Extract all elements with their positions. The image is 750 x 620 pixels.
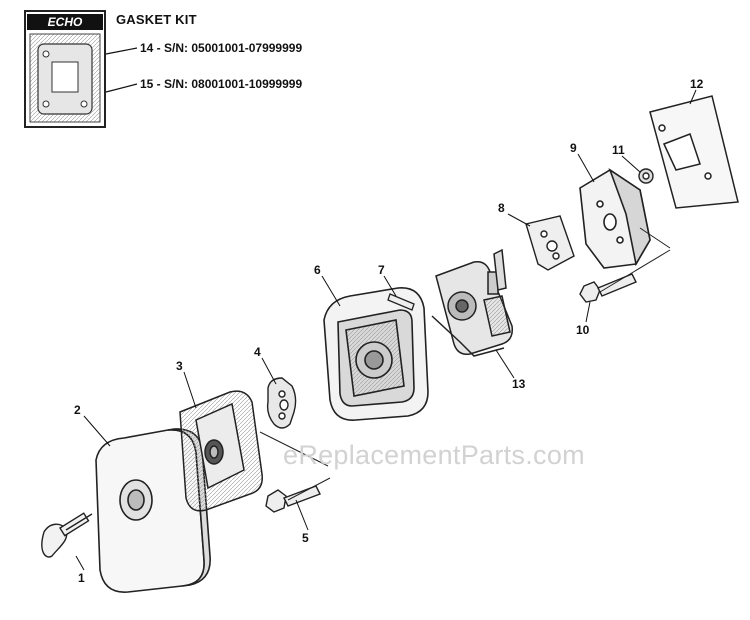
callout-1: 1 (78, 571, 85, 585)
callout-10: 10 (576, 323, 590, 337)
kit-leader-14 (105, 47, 138, 55)
part-8-gasket (525, 215, 575, 271)
callout-9: 9 (570, 141, 577, 155)
part-9-insulator (579, 167, 651, 269)
part-4-gasket (266, 377, 297, 429)
gasket-kit-thumbnail (29, 33, 101, 123)
gasket-kit-serial-14: 14 - S/N: 05001001-07999999 (140, 41, 303, 55)
part-5-bolt (265, 485, 321, 513)
callout-leaders (75, 89, 697, 571)
gasket-kit-serial-15: 15 - S/N: 08001001-10999999 (140, 77, 303, 91)
brand-logo: ECHO (27, 14, 103, 30)
callout-13: 13 (512, 377, 526, 391)
part-3-air-filter (179, 390, 263, 512)
gasket-kit-box (24, 10, 106, 128)
watermark-text: eReplacementParts.com (283, 440, 585, 470)
kit-leader-15 (105, 83, 138, 93)
part-1-wing-screw (41, 512, 93, 558)
callout-2: 2 (74, 403, 81, 417)
callout-6: 6 (314, 263, 321, 277)
leader-line (259, 431, 329, 467)
leader-line (599, 249, 671, 293)
callout-7: 7 (378, 263, 385, 277)
part-12-plate (649, 95, 739, 209)
leader-line (639, 227, 671, 249)
callout-12: 12 (690, 77, 704, 91)
callout-4: 4 (254, 345, 261, 359)
part-10-bolt (579, 273, 637, 303)
part-7-pin (387, 293, 415, 311)
part-13-carburetor (431, 248, 514, 357)
callout-5: 5 (302, 531, 309, 545)
leader-line (287, 477, 331, 501)
part-6-housing (323, 287, 429, 421)
callout-11: 11 (612, 143, 625, 157)
callout-8: 8 (498, 201, 505, 215)
gasket-kit-title: GASKET KIT (116, 12, 197, 27)
callout-3: 3 (176, 359, 183, 373)
part-11-nut (638, 168, 654, 184)
